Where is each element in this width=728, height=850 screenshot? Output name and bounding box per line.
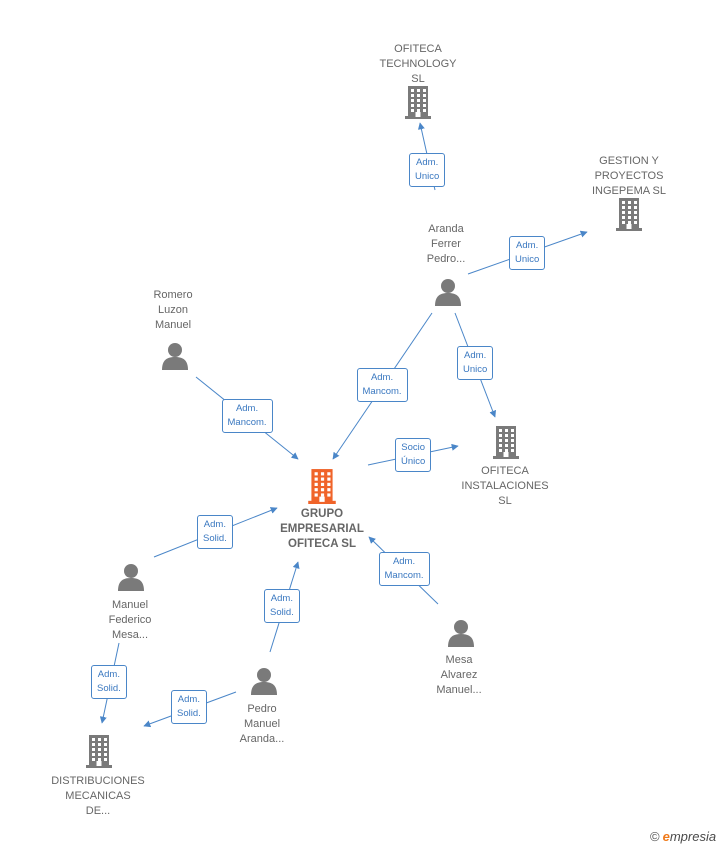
node-label: Romero Luzon Manuel	[153, 289, 193, 331]
edge-label[interactable]: Adm. Solid.	[197, 515, 233, 549]
person-icon[interactable]	[447, 619, 475, 652]
node-manuel-federico[interactable]: Manuel Federico Mesa...	[70, 598, 190, 643]
brand-e: e	[662, 829, 670, 844]
brand-name: mpresia	[669, 829, 717, 844]
node-label: Mesa Alvarez Manuel...	[436, 654, 482, 696]
node-ofiteca-instalaciones[interactable]: OFITECA INSTALACIONES SL	[445, 464, 565, 509]
node-label: DISTRIBUCIONES MECANICAS DE...	[51, 775, 145, 817]
node-mesa-alvarez[interactable]: Mesa Alvarez Manuel...	[399, 653, 519, 698]
node-label: GESTION Y PROYECTOS INGEPEMA SL	[592, 155, 666, 197]
edge-label[interactable]: Adm. Mancom.	[378, 552, 430, 586]
node-label: OFITECA TECHNOLOGY SL	[379, 43, 457, 85]
node-pedro-manuel[interactable]: Pedro Manuel Aranda...	[202, 702, 322, 747]
node-ofiteca-technology[interactable]: OFITECA TECHNOLOGY SL	[358, 42, 478, 87]
edge-label[interactable]: Socio Único	[395, 438, 432, 472]
person-icon[interactable]	[117, 563, 145, 596]
edge-label[interactable]: Adm. Solid.	[171, 690, 207, 724]
edge-label[interactable]: Adm. Unico	[457, 346, 494, 380]
node-label: GRUPO EMPRESARIAL OFITECA SL	[280, 508, 364, 550]
edge-label[interactable]: Adm. Unico	[509, 236, 546, 270]
building-icon[interactable]	[307, 468, 337, 509]
node-label: Aranda Ferrer Pedro...	[426, 223, 466, 265]
node-aranda-ferrer[interactable]: Aranda Ferrer Pedro...	[386, 222, 506, 267]
building-icon[interactable]	[85, 734, 113, 773]
node-romero[interactable]: Romero Luzon Manuel	[113, 288, 233, 333]
edge-label[interactable]: Adm. Unico	[409, 153, 446, 187]
node-label: Pedro Manuel Aranda...	[239, 703, 285, 745]
building-icon[interactable]	[492, 425, 520, 464]
edge-label[interactable]: Adm. Solid.	[264, 589, 300, 623]
node-label: OFITECA INSTALACIONES SL	[461, 465, 549, 507]
node-label: Manuel Federico Mesa...	[108, 599, 152, 641]
building-icon[interactable]	[404, 85, 432, 124]
person-icon[interactable]	[161, 342, 189, 375]
person-icon[interactable]	[250, 667, 278, 700]
edge-label[interactable]: Adm. Solid.	[91, 665, 127, 699]
person-icon[interactable]	[434, 278, 462, 311]
building-icon[interactable]	[615, 197, 643, 236]
node-distribuciones[interactable]: DISTRIBUCIONES MECANICAS DE...	[38, 774, 158, 819]
edge-label[interactable]: Adm. Mancom.	[221, 399, 273, 433]
edge-label[interactable]: Adm. Mancom.	[356, 368, 408, 402]
empresia-brand: ©empresia	[650, 829, 716, 844]
node-grupo[interactable]: GRUPO EMPRESARIAL OFITECA SL	[262, 507, 382, 552]
copyright-symbol: ©	[650, 829, 660, 844]
node-gestion[interactable]: GESTION Y PROYECTOS INGEPEMA SL	[569, 154, 689, 199]
